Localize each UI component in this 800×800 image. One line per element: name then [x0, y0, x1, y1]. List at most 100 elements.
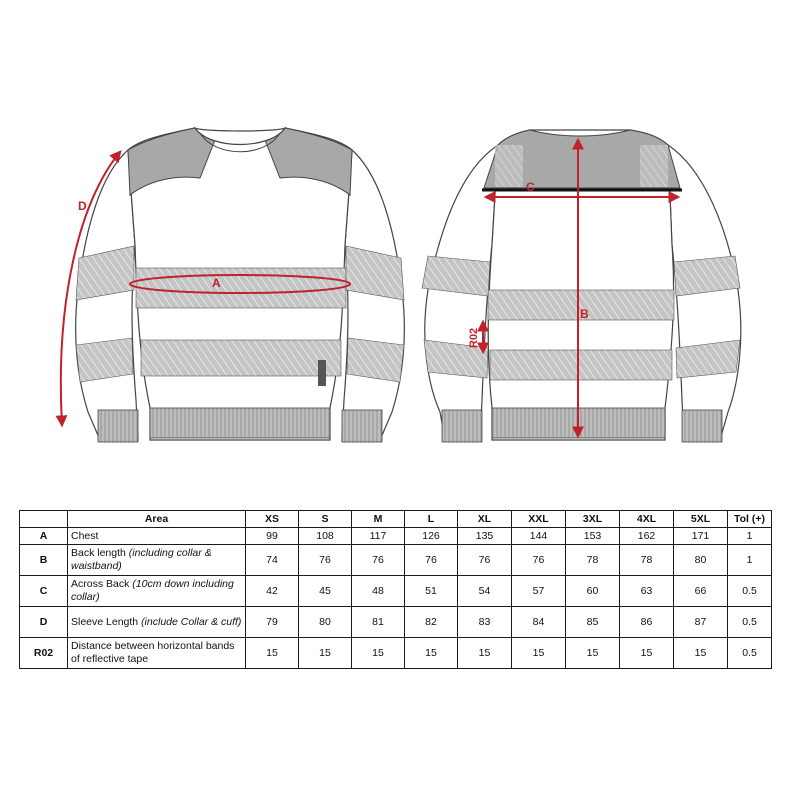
front-right-yoke [264, 127, 353, 196]
row-code: B [19, 544, 68, 576]
cell-value: 117 [351, 527, 405, 545]
cell-value: 144 [511, 527, 566, 545]
header-size: S [298, 510, 352, 528]
cell-value: 162 [619, 527, 674, 545]
cell-value: 81 [351, 606, 405, 638]
row-code: C [19, 575, 68, 607]
cell-value: 15 [511, 637, 566, 669]
cell-value: 60 [565, 575, 620, 607]
cell-value: 51 [404, 575, 458, 607]
cell-value: 126 [404, 527, 458, 545]
cell-value: 78 [565, 544, 620, 576]
cell-value: 87 [673, 606, 728, 638]
table-header-row: Area XS S M L XL XXL 3XL 4XL 5XL Tol (+) [19, 510, 772, 528]
front-chest-band [135, 267, 347, 309]
cell-tol: 0.5 [727, 606, 772, 638]
back-left-sleeve-band-1 [421, 255, 491, 297]
cell-value: 171 [673, 527, 728, 545]
table-row: C Across Back (10cm down including colla… [19, 575, 772, 607]
cell-value: 63 [619, 575, 674, 607]
row-area: Back length (including collar & waistban… [67, 544, 246, 576]
cell-value: 76 [457, 544, 512, 576]
header-size: XL [457, 510, 512, 528]
row-area: Sleeve Length (include Collar & cuff) [67, 606, 246, 638]
front-right-sleeve-band-2 [346, 337, 405, 383]
cell-value: 76 [298, 544, 352, 576]
front-left-yoke [127, 127, 216, 196]
cell-value: 42 [245, 575, 299, 607]
table-row: A Chest 99 108 117 126 135 144 153 162 1… [19, 527, 772, 545]
cell-value: 57 [511, 575, 566, 607]
back-right-cuff [681, 409, 723, 443]
back-right-sleeve-band-2 [675, 339, 741, 379]
cell-value: 74 [245, 544, 299, 576]
garment-diagram: A D C B R02 [55, 126, 742, 443]
cell-value: 45 [298, 575, 352, 607]
row-code: A [19, 527, 68, 545]
front-collar [193, 126, 287, 145]
front-waistband [149, 407, 331, 439]
header-size: XS [245, 510, 299, 528]
header-size: 4XL [619, 510, 674, 528]
cell-value: 99 [245, 527, 299, 545]
cell-value: 108 [298, 527, 352, 545]
cell-value: 76 [404, 544, 458, 576]
cell-value: 135 [457, 527, 512, 545]
size-chart-table: Area XS S M L XL XXL 3XL 4XL 5XL Tol (+)… [19, 510, 772, 669]
measure-b-label: B [580, 307, 589, 321]
table-row: R02 Distance between horizontal bands of… [19, 637, 772, 669]
front-left-cuff [97, 409, 139, 443]
front-view: A D [55, 126, 405, 443]
cell-value: 76 [351, 544, 405, 576]
cell-value: 15 [298, 637, 352, 669]
cell-value: 15 [245, 637, 299, 669]
cell-value: 15 [565, 637, 620, 669]
row-code: D [19, 606, 68, 638]
table-row: D Sleeve Length (include Collar & cuff) … [19, 606, 772, 638]
measure-d-label: D [78, 199, 87, 213]
front-left-sleeve-band-2 [75, 337, 134, 383]
cell-value: 82 [404, 606, 458, 638]
cell-value: 80 [298, 606, 352, 638]
back-right-sleeve-band-1 [673, 255, 741, 297]
cell-value: 54 [457, 575, 512, 607]
cell-value: 48 [351, 575, 405, 607]
row-area: Across Back (10cm down including collar) [67, 575, 246, 607]
cell-value: 76 [511, 544, 566, 576]
cell-value: 79 [245, 606, 299, 638]
header-size: 5XL [673, 510, 728, 528]
cell-tol: 1 [727, 527, 772, 545]
measure-c-label: C [526, 180, 535, 194]
header-tol: Tol (+) [727, 510, 772, 528]
measure-d-line [55, 150, 122, 428]
measure-r02-label: R02 [468, 328, 480, 348]
table-row: B Back length (including collar & waistb… [19, 544, 772, 576]
cell-value: 86 [619, 606, 674, 638]
cell-tol: 0.5 [727, 637, 772, 669]
front-right-sleeve-band-1 [345, 245, 405, 301]
cell-value: 15 [619, 637, 674, 669]
row-area: Distance between horizontal bands of ref… [67, 637, 246, 669]
header-size: M [351, 510, 405, 528]
cell-value: 15 [404, 637, 458, 669]
cell-value: 78 [619, 544, 674, 576]
back-lower-band [489, 349, 673, 381]
row-area: Chest [67, 527, 246, 545]
back-view: C B R02 [421, 129, 742, 443]
cell-value: 15 [351, 637, 405, 669]
measure-a-label: A [212, 276, 221, 290]
back-left-sleeve-band-2 [423, 339, 489, 379]
cell-value: 85 [565, 606, 620, 638]
row-code: R02 [19, 637, 68, 669]
measure-a-line [129, 274, 351, 294]
front-lower-band [140, 339, 342, 377]
cell-tol: 1 [727, 544, 772, 576]
header-size: L [404, 510, 458, 528]
cell-tol: 0.5 [727, 575, 772, 607]
cell-value: 83 [457, 606, 512, 638]
header-area: Area [67, 510, 246, 528]
header-size: XXL [511, 510, 566, 528]
cell-value: 15 [457, 637, 512, 669]
cell-value: 15 [673, 637, 728, 669]
cell-value: 80 [673, 544, 728, 576]
